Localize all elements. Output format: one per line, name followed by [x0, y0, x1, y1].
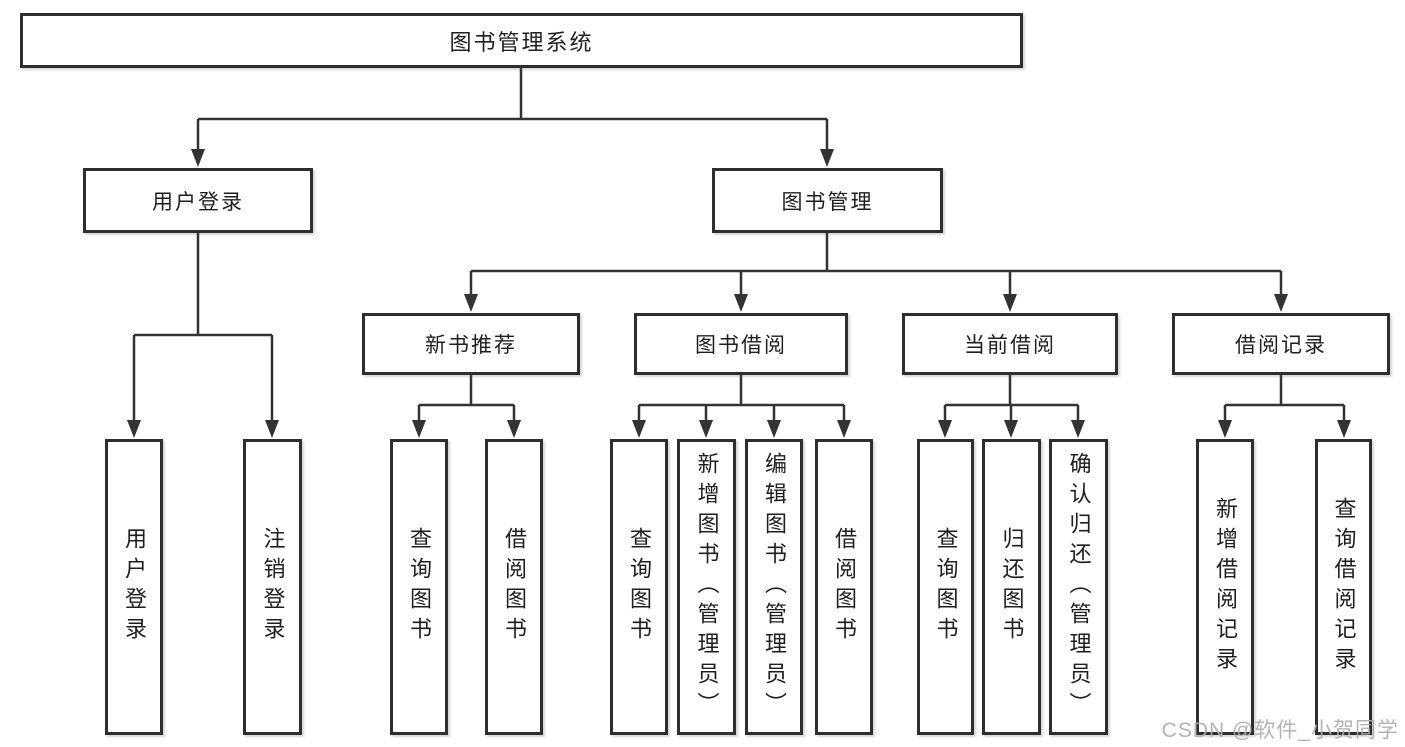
node-current-borrow: 当前借阅	[902, 313, 1118, 375]
arrow-down-icon	[734, 294, 748, 312]
node-label: 查询图书	[627, 527, 652, 647]
node-label: 查询图书	[407, 527, 432, 647]
node-new-book-recommend: 新书推荐	[362, 313, 580, 375]
connector-current-borrow	[943, 375, 1080, 424]
node-label: 查询图书	[933, 527, 959, 647]
node-label: 查询借阅记录	[1331, 497, 1357, 677]
node-book-borrow: 图书借阅	[634, 313, 848, 375]
node-label: 确认归还（管理员）	[1066, 452, 1092, 722]
node-label: 新书推荐	[425, 334, 517, 357]
node-leaf-query-books-current: 查询图书	[917, 439, 974, 735]
node-label: 注销登录	[260, 527, 286, 647]
arrow-down-icon	[632, 420, 646, 438]
arrow-down-icon	[938, 420, 952, 438]
node-leaf-query-books-borrow: 查询图书	[610, 439, 668, 735]
arrow-down-icon	[191, 149, 205, 167]
arrow-down-icon	[1337, 420, 1351, 438]
arrow-down-icon	[767, 420, 781, 438]
node-leaf-add-books-admin: 新增图书（管理员）	[677, 439, 736, 735]
connector-user-login	[132, 233, 274, 423]
node-leaf-edit-books-admin: 编辑图书（管理员）	[745, 439, 803, 735]
arrow-down-icon	[1003, 294, 1017, 312]
connector-book-management	[469, 233, 1283, 298]
arrow-down-icon	[265, 420, 279, 438]
connector-new-book-recommend	[417, 375, 516, 424]
node-book-management: 图书管理	[712, 168, 943, 233]
arrow-down-icon	[507, 420, 521, 438]
node-label: 用户登录	[152, 190, 244, 214]
arrow-down-icon	[1071, 420, 1085, 438]
csdn-watermark: CSDN @软件_小贺同学	[1161, 719, 1399, 742]
node-label: 编辑图书（管理员）	[762, 452, 787, 722]
node-user-login: 用户登录	[83, 168, 313, 233]
arrow-down-icon	[699, 420, 713, 438]
arrow-down-icon	[464, 294, 478, 312]
node-label: 图书借阅	[695, 334, 787, 357]
node-label: 新增借阅记录	[1213, 497, 1238, 677]
arrow-down-icon	[412, 420, 426, 438]
node-label: 图书管理系统	[449, 29, 594, 55]
connector-borrow-record	[1223, 375, 1346, 424]
node-label: 借阅图书	[502, 527, 527, 647]
node-label: 新增图书（管理员）	[694, 452, 720, 722]
node-leaf-borrow-books: 借阅图书	[815, 439, 873, 735]
arrow-down-icon	[1004, 420, 1018, 438]
node-leaf-logout-login: 注销登录	[243, 439, 302, 735]
arrow-down-icon	[1218, 420, 1232, 438]
node-label: 借阅图书	[832, 527, 857, 647]
connector-book-borrow	[637, 375, 846, 424]
node-leaf-confirm-return-admin: 确认归还（管理员）	[1049, 439, 1108, 735]
node-leaf-return-books: 归还图书	[982, 439, 1041, 735]
node-leaf-query-borrow-record: 查询借阅记录	[1315, 439, 1372, 735]
node-label: 借阅记录	[1235, 334, 1327, 357]
node-label: 图书管理	[781, 190, 874, 214]
node-label: 当前借阅	[964, 334, 1056, 357]
connector-root	[196, 68, 829, 152]
node-root-library-system: 图书管理系统	[20, 13, 1023, 68]
arrow-down-icon	[837, 420, 851, 438]
node-leaf-user-login: 用户登录	[105, 439, 163, 735]
node-label: 归还图书	[999, 527, 1025, 647]
node-leaf-borrow-books-recommend: 借阅图书	[485, 439, 543, 735]
node-borrow-record: 借阅记录	[1172, 313, 1390, 375]
arrow-down-icon	[1274, 294, 1288, 312]
node-leaf-add-borrow-record: 新增借阅记录	[1196, 439, 1254, 735]
node-label: 用户登录	[122, 527, 147, 647]
arrow-down-icon	[820, 149, 834, 167]
arrow-down-icon	[127, 420, 141, 438]
node-leaf-query-books-recommend: 查询图书	[390, 439, 448, 735]
arrowheads	[127, 149, 1351, 438]
